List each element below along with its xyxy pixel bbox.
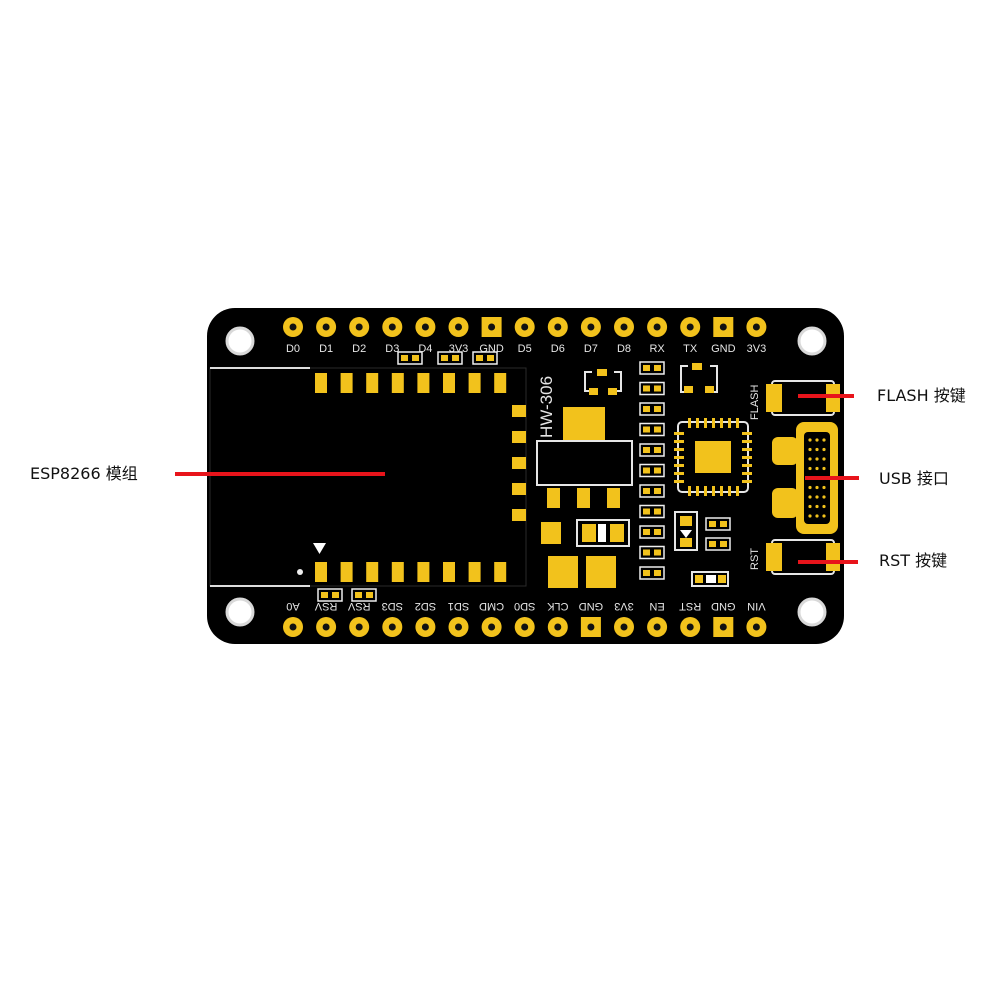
bottom-header-pins	[283, 617, 767, 637]
voltage-regulator	[536, 407, 633, 508]
bottom-pin-label: RSV	[314, 600, 337, 612]
bottom-pin-label: VIN	[747, 600, 765, 612]
mounting-hole	[225, 597, 255, 627]
bottom-pin-labels: A0 RSV RSV SD3 SD2 SD1 CMD SD0 CLK GND 3V3 EN RST GND…	[286, 600, 765, 612]
top-pin-label: 3V3	[747, 343, 767, 355]
rst-button-callout: RST 按键	[879, 551, 948, 570]
pin1-marker-icon	[313, 543, 326, 554]
bottom-pin-label: 3V3	[614, 600, 634, 612]
top-pin-label: D8	[617, 343, 631, 355]
top-pin-label: TX	[683, 343, 698, 355]
flash-button: FLASH	[749, 380, 840, 420]
top-pin-label: D4	[418, 343, 432, 355]
top-pin-label: GND	[479, 343, 504, 355]
rst-button: RST	[749, 539, 840, 575]
board-model-label: HW-306	[537, 376, 556, 438]
top-pin-label: GND	[711, 343, 736, 355]
bottom-pin-label: A0	[286, 600, 299, 612]
rst-silk-label: RST	[749, 548, 761, 570]
sot-pads-top	[584, 363, 718, 395]
bottom-pin-label: SD1	[448, 600, 469, 612]
bottom-pin-label: SD2	[415, 600, 436, 612]
esp-module-callout: ESP8266 模组	[30, 464, 138, 483]
top-pin-label: D6	[551, 343, 565, 355]
bottom-pin-label: SD0	[514, 600, 535, 612]
bottom-pin-label: EN	[649, 600, 664, 612]
top-pin-label: D0	[286, 343, 300, 355]
rst-button-leader-line	[798, 560, 858, 564]
usb-serial-chip	[674, 418, 752, 496]
top-header-pins	[283, 317, 767, 337]
mounting-hole	[225, 326, 255, 356]
micro-usb-connector	[772, 422, 838, 534]
mounting-hole	[797, 597, 827, 627]
flash-silk-label: FLASH	[749, 384, 761, 420]
flash-button-leader-line	[798, 394, 854, 398]
top-pin-label: D5	[518, 343, 532, 355]
bottom-pin-label: GND	[711, 600, 736, 612]
usb-port-leader-line	[805, 476, 859, 480]
top-pin-label: D1	[319, 343, 333, 355]
smd-resistor-column	[639, 361, 665, 580]
mounting-holes	[225, 326, 827, 627]
usb-port-callout: USB 接口	[879, 469, 949, 488]
bottom-pin-label: SD3	[382, 600, 403, 612]
mounting-hole	[797, 326, 827, 356]
bottom-pin-label: CLK	[546, 600, 568, 612]
top-pin-label: D2	[352, 343, 366, 355]
diode	[674, 511, 731, 587]
top-pin-label: 3V3	[449, 343, 469, 355]
smd-resistors-bottom	[297, 569, 377, 602]
smd-resistors-top	[397, 351, 498, 365]
capacitor	[541, 519, 630, 588]
top-pin-labels: D0 D1 D2 D3 D4 3V3 GND D5 D6 D7 D8 RX TX GND 3V3	[286, 343, 766, 355]
flash-button-callout: FLASH 按键	[877, 386, 966, 405]
bottom-pin-label: RSV	[347, 600, 370, 612]
bottom-pin-label: RST	[679, 600, 701, 612]
esp-module-leader-line	[175, 472, 385, 476]
esp8266-module	[209, 367, 527, 587]
top-pin-label: D7	[584, 343, 598, 355]
top-pin-label: RX	[649, 343, 665, 355]
top-pin-label: D3	[385, 343, 399, 355]
bottom-pin-label: CMD	[479, 600, 504, 612]
bottom-pin-label: GND	[579, 600, 604, 612]
